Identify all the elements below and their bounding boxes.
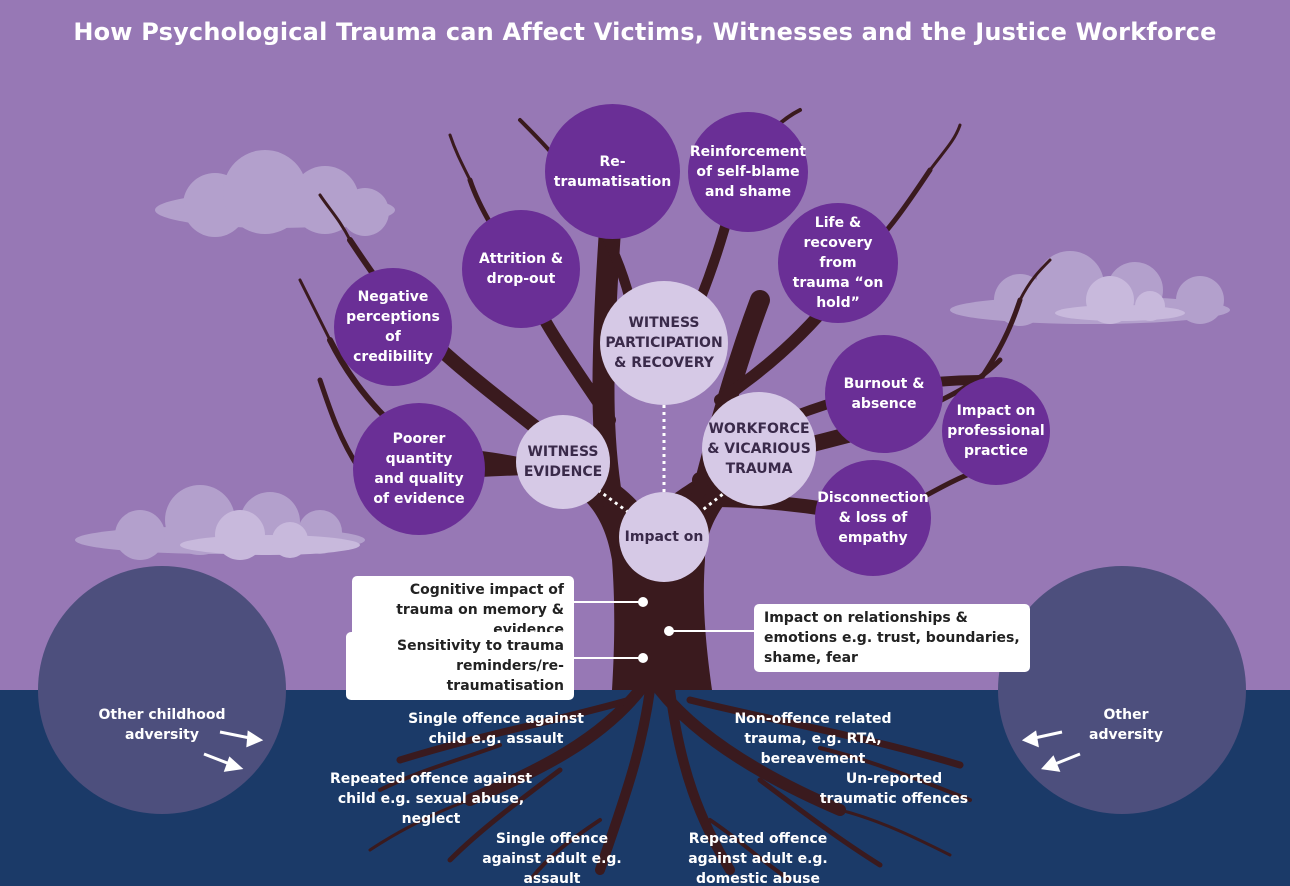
cloud-left-top	[155, 150, 395, 237]
outcome-impact-professional: Impact on professional practice	[942, 377, 1050, 485]
outcome-label: Impact on professional practice	[947, 403, 1045, 459]
outcome-label: Poorer quantity and quality of evidence	[373, 431, 465, 507]
outcome-label: Disconnection & loss of empathy	[817, 490, 929, 546]
category-label: WITNESS EVIDENCE	[523, 444, 603, 480]
diagram-title: How Psychological Trauma can Affect Vict…	[73, 18, 1217, 46]
hub-impact-on: Impact on	[619, 492, 709, 582]
outcome-attrition: Attrition & drop-out	[462, 210, 580, 328]
outcome-re-traumatisation: Re-traumatisation	[545, 104, 680, 239]
callout-connectors	[574, 601, 754, 659]
cloud-left-bottom-front	[180, 510, 360, 560]
callout-dots	[638, 597, 674, 663]
outcome-burnout: Burnout & absence	[825, 335, 943, 453]
category-label: WORKFORCE & VICARIOUS TRAUMA	[707, 421, 811, 477]
category-workforce: WORKFORCE & VICARIOUS TRAUMA	[702, 392, 816, 506]
root-repeated-adult: Repeated offence against adult e.g. dome…	[688, 831, 828, 886]
outcome-poorer-quality: Poorer quantity and quality of evidence	[353, 403, 485, 535]
outcome-label: Re-traumatisation	[553, 153, 672, 190]
label-childhood-adversity: Other childhood adversity	[98, 707, 226, 743]
cloud-right-front	[1055, 276, 1185, 324]
root-single-adult: Single offence against adult e.g. assaul…	[482, 831, 622, 886]
outcome-label: Burnout & absence	[843, 376, 925, 412]
category-witness-evidence: WITNESS EVIDENCE	[516, 415, 610, 509]
root-non-offence: Non-offence related trauma, e.g. RTA, be…	[734, 711, 892, 767]
root-unreported: Un-reported traumatic offences	[819, 771, 969, 807]
root-repeated-child: Repeated offence against child e.g. sexu…	[329, 771, 533, 827]
category-witness-participation: WITNESS PARTICIPATION & RECOVERY	[600, 281, 728, 405]
dotted-connectors	[597, 405, 729, 514]
other-adversity-circle	[998, 566, 1246, 814]
adversity-arrows	[203, 730, 1081, 772]
root-single-child: Single offence against child e.g. assaul…	[408, 711, 584, 747]
callout-relationships: Impact on relationships & emotions e.g. …	[754, 604, 1030, 672]
callout-text: Sensitivity to trauma reminders/re-traum…	[396, 638, 564, 694]
childhood-adversity-circle	[38, 566, 286, 814]
outcome-negative-perceptions: Negative perceptions of credibility	[334, 268, 452, 386]
outcome-label: Reinforcement of self-blame and shame	[689, 144, 807, 200]
outcome-label: Attrition & drop-out	[478, 251, 564, 287]
outcome-label: Life & recovery from trauma “on hold”	[792, 215, 884, 311]
category-label: WITNESS PARTICIPATION & RECOVERY	[605, 315, 723, 371]
hub-label: Impact on	[624, 529, 704, 545]
outcome-reinforcement: Reinforcement of self-blame and shame	[688, 112, 808, 232]
callout-sensitivity: Sensitivity to trauma reminders/re-traum…	[346, 632, 574, 700]
callout-text: Impact on relationships & emotions e.g. …	[764, 610, 1020, 666]
outcome-disconnection: Disconnection & loss of empathy	[815, 460, 931, 576]
tree-roots	[368, 684, 972, 882]
callout-text: Cognitive impact of trauma on memory & e…	[396, 582, 564, 638]
outcome-label: Negative perceptions of credibility	[346, 289, 440, 365]
label-other-adversity: Other adversity	[1089, 707, 1163, 743]
outcome-life-recovery: Life & recovery from trauma “on hold”	[778, 203, 898, 323]
